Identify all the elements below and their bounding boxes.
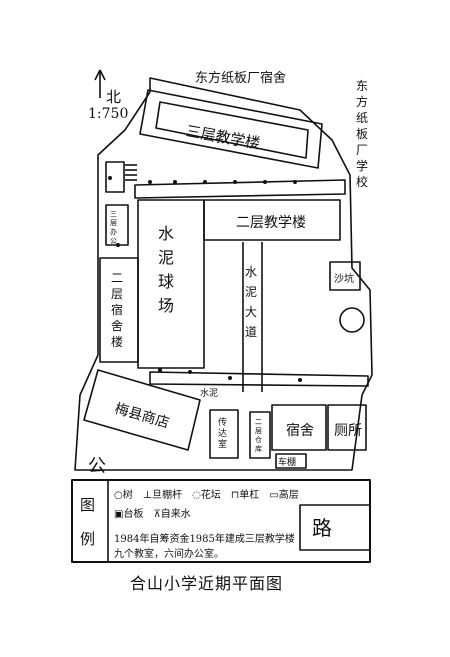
legend-flowerbed-item: ◌花坛 [192,490,221,501]
neighbor-school-label: 东方纸板厂学校 [356,79,369,189]
flowerbed-icon: ◌ [192,490,201,501]
bar-icon: ⊓ [230,490,240,501]
legend-note-line1: 1984年自筹资金1985年建成三层教学楼 [114,534,295,545]
three-floor-building-shape [139,89,323,169]
legend-items: ○树 ⊥旦棚杆 ◌花坛 ⊓单杠 ▭高层 ▣台板 ⊼自来水 [114,486,300,520]
map-caption: 合山小学近期平面图 [130,574,284,593]
shelter-label: 车棚 [278,458,297,468]
two-floor-dorm-label: 二层宿舍楼 [111,271,124,349]
legend-tree-item: ○树 [114,490,133,501]
cement-strip-label: 水泥 [200,389,219,399]
room-small-top [105,161,125,193]
legend-title: 图例 [80,496,96,548]
two-floor-building-label: 二层教学楼 [236,215,306,231]
corridor [134,179,346,199]
highrise-icon: ▭ [269,490,279,501]
sports-court-shape [137,199,205,369]
tree-icon-row [108,176,302,382]
legend-pole-item: ⊥旦棚杆 [142,490,183,501]
dorm-label: 宿舍 [286,423,314,439]
shelter-shape [275,453,307,469]
road-strip [299,504,371,551]
stairs-icon [125,164,137,181]
room-small-b [209,409,239,459]
sports-court-label: 水泥球场 [158,224,175,315]
sand-pit-label: 沙坑 [334,274,354,285]
legend-bar-item: ⊓单杠 [230,490,260,501]
cement-road-label: 水泥大道 [245,265,258,339]
two-floor-building-shape [203,199,341,241]
pole-icon: ⊥ [142,490,153,501]
platform-icon: ▣ [114,509,124,520]
room-small-a-label: 三层办公 [110,210,117,245]
legend-highrise-item: ▭高层 [269,490,299,501]
three-floor-building-inner [155,101,309,159]
shop-shape [83,369,201,451]
round-feature [339,307,365,333]
north-arrow-icon [94,69,106,98]
cement-road-shape [242,242,263,392]
corner-right-label: 路 [312,516,332,540]
lower-corridor [149,371,369,387]
corner-left-label: 公 [88,456,106,477]
legend-water-item: ⊼自来水 [153,509,191,520]
tree-icon: ○ [114,490,123,501]
north-label: 北 [106,88,122,106]
neighbor-dormitory-label: 东方纸板厂宿舍 [195,71,287,86]
room-small-c [249,411,271,459]
legend-note-line2: 九个教室，六间办公室。 [114,549,224,560]
site-boundary [74,77,373,471]
room-small-c-label: 二层仓库 [255,418,262,453]
water-tap-icon: ⊼ [153,509,161,520]
toilet-label: 厕所 [334,423,362,439]
sand-pit-shape [329,261,361,291]
dorm-shape [271,404,327,451]
legend-platform-item: ▣台板 [114,509,144,520]
toilet-shape [327,404,367,451]
scale-label: 1:750 [88,106,129,122]
room-small-b-label: 传达室 [218,418,228,450]
